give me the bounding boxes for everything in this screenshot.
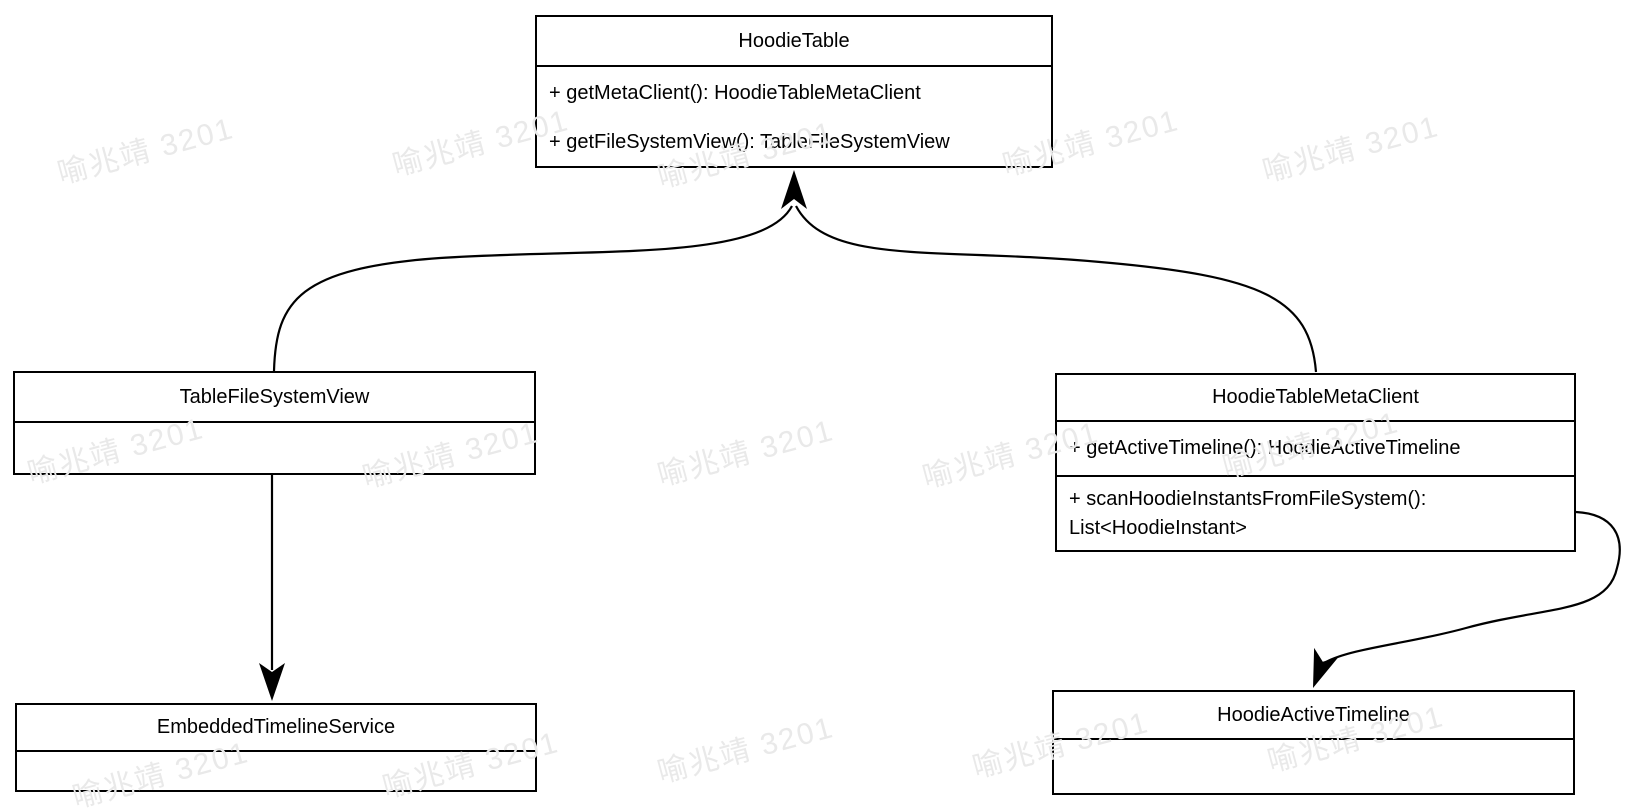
class-hoodietablemetaclient: HoodieTableMetaClient + getActiveTimelin…: [1055, 373, 1576, 552]
class-hoodietable: HoodieTable + getMetaClient(): HoodieTab…: [535, 15, 1053, 168]
edge-hoodietablemetaclient-to-hoodietable: [795, 205, 1318, 373]
class-embeddedtimelineservice: EmbeddedTimelineService: [15, 703, 537, 792]
compartment-divider: [1054, 738, 1573, 740]
edge-tablefilesystemview-to-hoodietable: [272, 205, 793, 372]
empty-members-compartment: [1054, 740, 1573, 793]
compartment-divider: [17, 750, 535, 752]
arrowhead-into-hoodietable: [781, 170, 807, 209]
method-getmetaclient: + getMetaClient(): HoodieTableMetaClient: [549, 82, 921, 104]
class-hoodieactivetimeline: HoodieActiveTimeline: [1052, 690, 1575, 795]
compartment-divider: [1057, 475, 1574, 477]
compartment-divider: [537, 65, 1051, 67]
method-getactivetimeline: + getActiveTimeline(): HoodieActiveTimel…: [1069, 437, 1461, 459]
class-embeddedtimelineservice-title: EmbeddedTimelineService: [156, 716, 396, 738]
compartment-divider: [1057, 420, 1574, 422]
method-getfilesystemview: + getFileSystemView(): TableFileSystemVi…: [549, 131, 950, 153]
arrowhead-into-embeddedtimelineservice: [259, 663, 285, 701]
empty-members-compartment: [17, 752, 535, 790]
method-scanhoodieinstantsfromfilesystem: + scanHoodieInstantsFromFileSystem(): Li…: [1069, 487, 1427, 539]
class-tablefilesystemview-title: TableFileSystemView: [179, 385, 370, 408]
class-hoodieactivetimeline-title: HoodieActiveTimeline: [1217, 703, 1410, 726]
edge-hoodietablemetaclient-to-hoodieactivetimeline: [1325, 510, 1621, 663]
class-tablefilesystemview: TableFileSystemView: [13, 371, 536, 475]
empty-members-compartment: [15, 423, 534, 473]
class-hoodietablemetaclient-title: HoodieTableMetaClient: [1212, 386, 1419, 408]
class-hoodietable-title: HoodieTable: [738, 29, 850, 52]
compartment-divider: [15, 421, 534, 423]
arrowhead-into-hoodieactivetimeline: [1313, 647, 1339, 688]
